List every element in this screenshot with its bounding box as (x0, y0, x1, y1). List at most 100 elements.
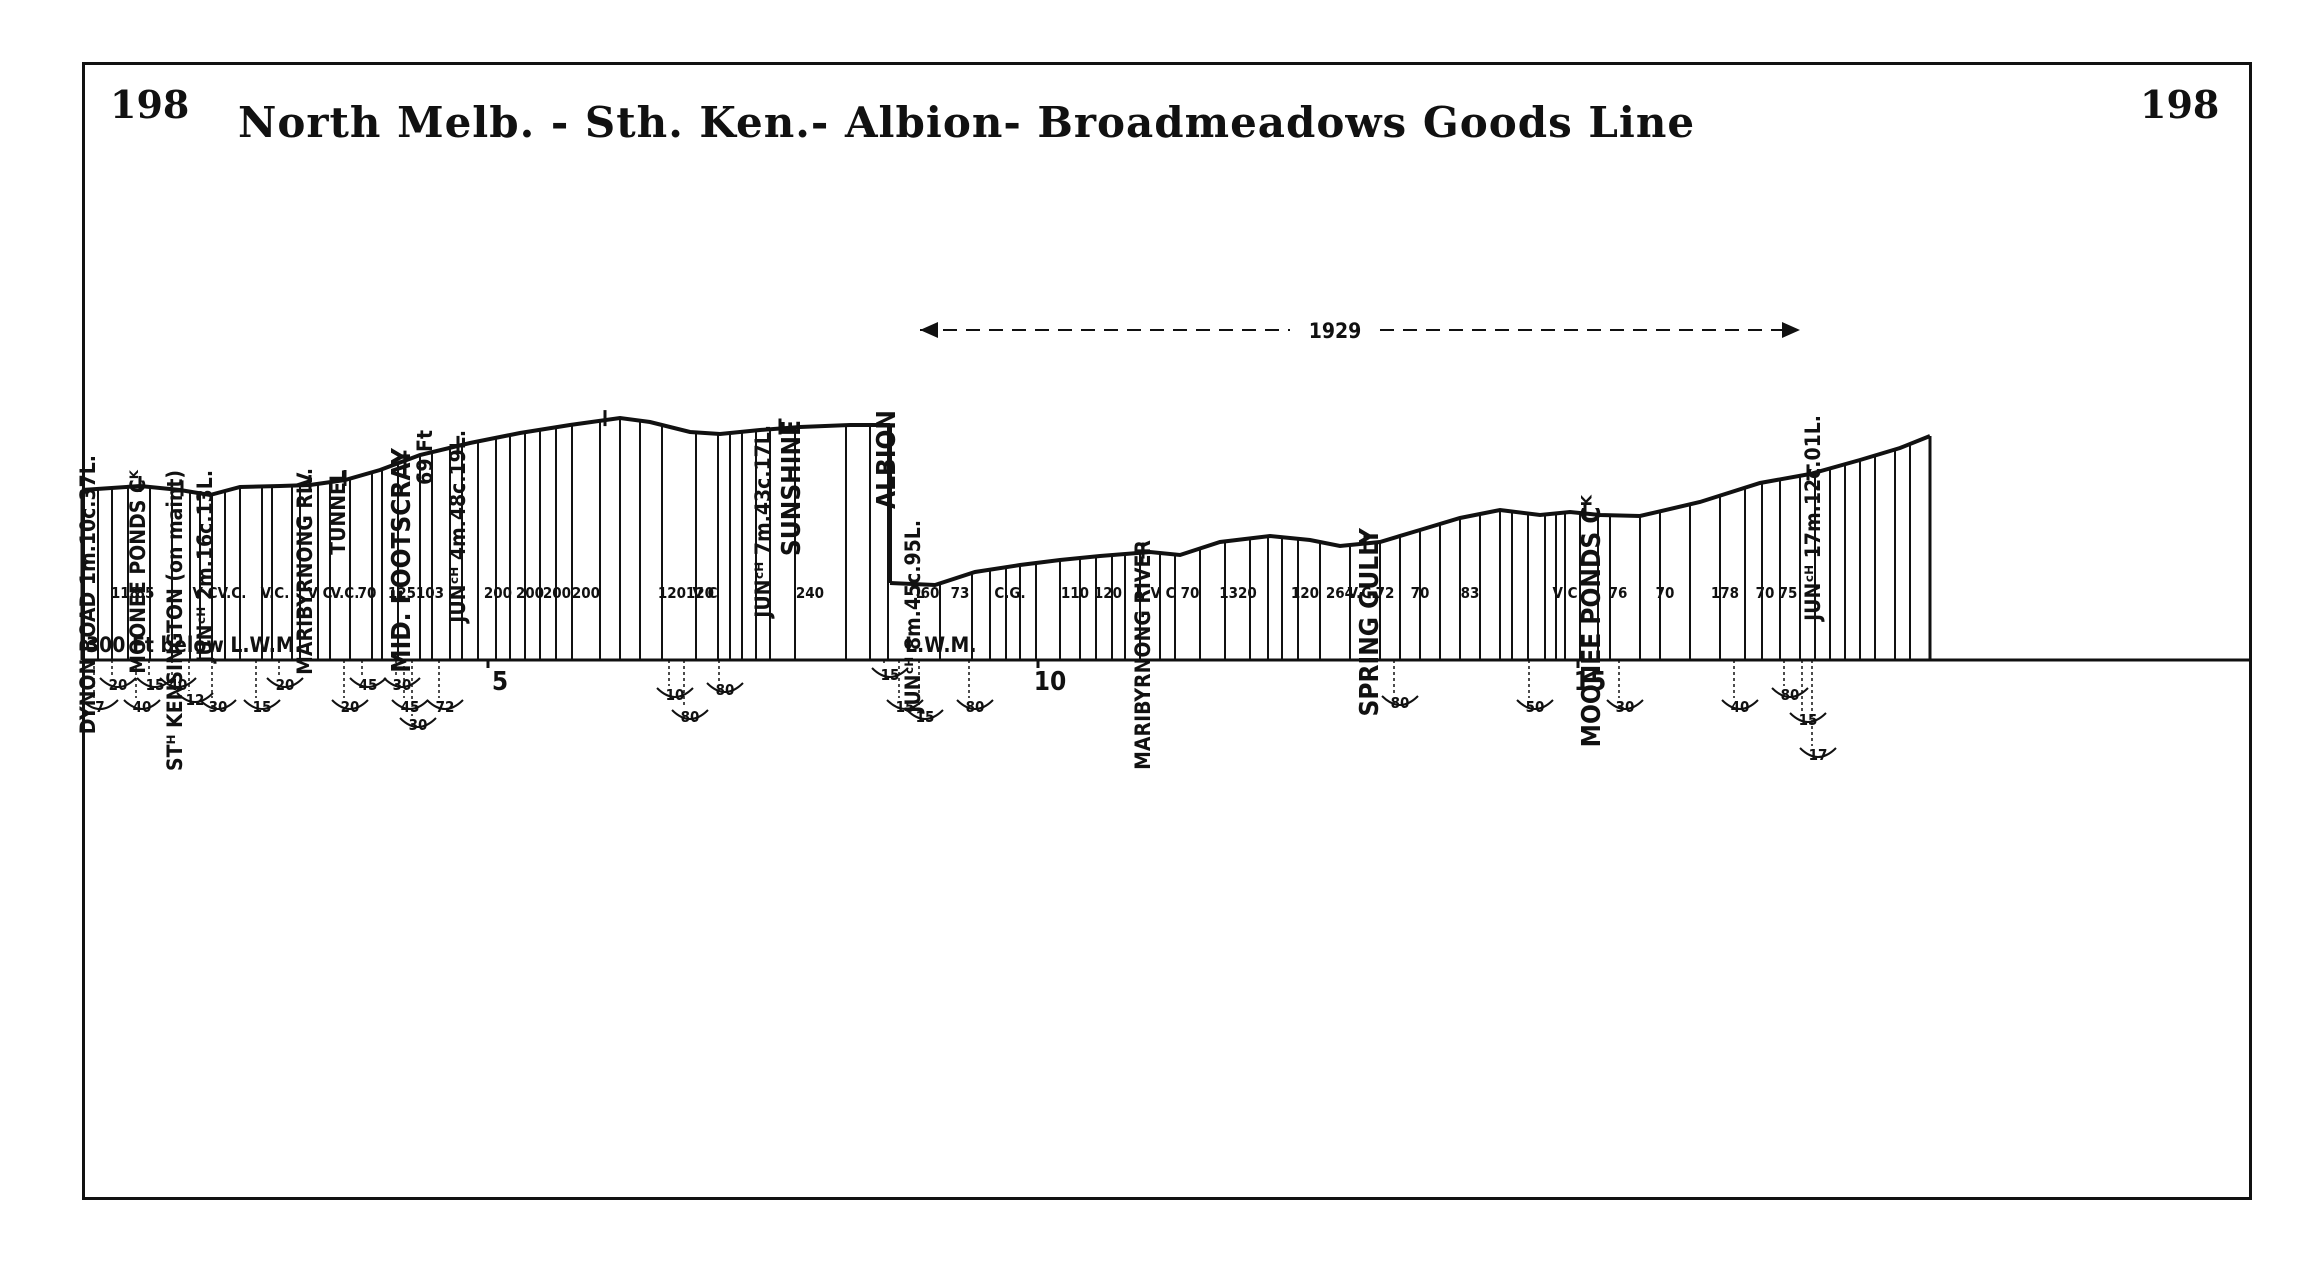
station-label: MARIBYRNONG RIV. (293, 468, 317, 675)
curve-arc (99, 677, 137, 688)
station-label: TUNNEL (326, 470, 350, 555)
station-label: STᴴ KENSINGTON (on maint) (163, 470, 187, 771)
curve-radius: 20 (341, 698, 360, 716)
mileposts: 5 10 15 (486, 660, 1607, 697)
section-label: 110 (1061, 584, 1089, 602)
section-label: 120 (1094, 584, 1122, 602)
curve-arc (1516, 699, 1554, 710)
datum-label: 300 Ft below L.W.M. (86, 633, 302, 657)
curve-radius: 10 (666, 686, 685, 704)
section-label: 200 (484, 584, 512, 602)
section-label: 85 (136, 584, 155, 602)
curve-arc (123, 699, 161, 710)
curve-arc (1606, 699, 1644, 710)
section-label: 72 (1376, 584, 1395, 602)
station-label: MARIBYRNONG RIVER (1131, 540, 1155, 770)
station-label: ALBION (872, 410, 902, 509)
station-label: MOONEE PONDS Cᴷ (1577, 494, 1607, 747)
curve-radius: 30 (409, 716, 428, 734)
station-label: SUNSHINE (777, 420, 807, 556)
curve-radius: 12 (186, 691, 205, 709)
curve-radius: 15 (146, 676, 165, 694)
section-label: 125 (388, 584, 416, 602)
section-label: 70 (1656, 584, 1675, 602)
section-label: 178 (1711, 584, 1739, 602)
curve-arc (871, 667, 909, 678)
curve-radius: 20 (276, 676, 295, 694)
station-label: JUNᶜᴴ 2m.16c.13L. (193, 470, 217, 665)
section-label: 70 (1756, 584, 1775, 602)
curve-radius: 45 (401, 698, 420, 716)
curve-arc (886, 699, 924, 710)
milepost-label: 5 (492, 667, 508, 697)
curve-arc (906, 709, 944, 720)
curve-arc (1771, 687, 1809, 698)
milepost-label: 15 (1574, 667, 1607, 697)
section-label: 200 (572, 584, 600, 602)
section-label: 76 (1609, 584, 1628, 602)
station-label: JUNᶜᴴ 17m.12c.01L. (1801, 415, 1825, 623)
curve-radius: 80 (1781, 686, 1800, 704)
station-ticks (138, 410, 1810, 559)
section-label: 264 (1326, 584, 1354, 602)
curve-arc (349, 677, 387, 688)
section-label: L (1136, 584, 1145, 602)
curve-arc (266, 677, 304, 688)
page-title: North Melb. - Sth. Ken.- Albion- Broadme… (238, 98, 1696, 147)
bracket-1929: 1929 (920, 319, 1800, 343)
station-label: JUNᶜᴴ 8m.45c.95L. (901, 520, 925, 715)
section-label: 240 (796, 584, 824, 602)
curve-radius: 80 (966, 698, 985, 716)
station-label: DYNON ROAD 1m.10c.37L. (76, 455, 100, 734)
curve-radius: 40 (133, 698, 152, 716)
section-label: 83 (1461, 584, 1480, 602)
curve-radius: 7 (95, 698, 104, 716)
curve-arc (199, 699, 237, 710)
curve-radius: 50 (1526, 698, 1545, 716)
curve-arc (426, 699, 464, 710)
section-label: 70 (1181, 584, 1200, 602)
curve-arc (656, 687, 694, 698)
profile-line-north (81, 415, 890, 498)
section-dividers (97, 418, 1911, 660)
curve-radius: 30 (1616, 698, 1635, 716)
milepost-label: 10 (1034, 667, 1067, 697)
curve-arc (956, 699, 994, 710)
curve-radius: 15 (1799, 711, 1818, 729)
curve-arc (671, 709, 709, 720)
section-label: 103 (416, 584, 444, 602)
station-label: MOONEE PONDS Cᴷ (126, 469, 150, 674)
section-label: V C (1150, 584, 1175, 602)
curve-radius: 30 (209, 698, 228, 716)
curve-arc (1799, 747, 1837, 758)
curve-radius: 15 (916, 708, 935, 726)
curve-arc (391, 699, 429, 710)
curve-radius: 80 (681, 708, 700, 726)
section-label: V C (1552, 584, 1577, 602)
curve-radius: 80 (1391, 694, 1410, 712)
section-label: V.C. (218, 584, 247, 602)
curve-arc (383, 677, 421, 688)
page-number-right: 198 (2140, 82, 2220, 127)
section-label: 73 (951, 584, 970, 602)
section-label: 120 (658, 584, 686, 602)
section-label: 75 (1779, 584, 1798, 602)
section-label: 120 (686, 584, 714, 602)
section-label: 200 (543, 584, 571, 602)
curve-arc (1789, 712, 1827, 723)
curve-arc (1721, 699, 1759, 710)
station-label: JUNᶜᴴ 7m.43c.17L. (751, 425, 775, 620)
curve-radius: 17 (1809, 746, 1828, 764)
station-labels: DYNON ROAD 1m.10c.37L. MOONEE PONDS Cᴷ STᴴ… (76, 410, 1825, 771)
section-label: 60 (921, 584, 940, 602)
station-label: MID. FOOTSCRAY (387, 447, 417, 673)
curve-arc (399, 717, 437, 728)
section-label: V.C. (1348, 584, 1377, 602)
section-label: V.C. (331, 584, 360, 602)
curve-arc (159, 677, 197, 688)
lwm-label: L.W.M. (905, 633, 977, 657)
station-label: SPRING GULLY (1355, 527, 1385, 717)
